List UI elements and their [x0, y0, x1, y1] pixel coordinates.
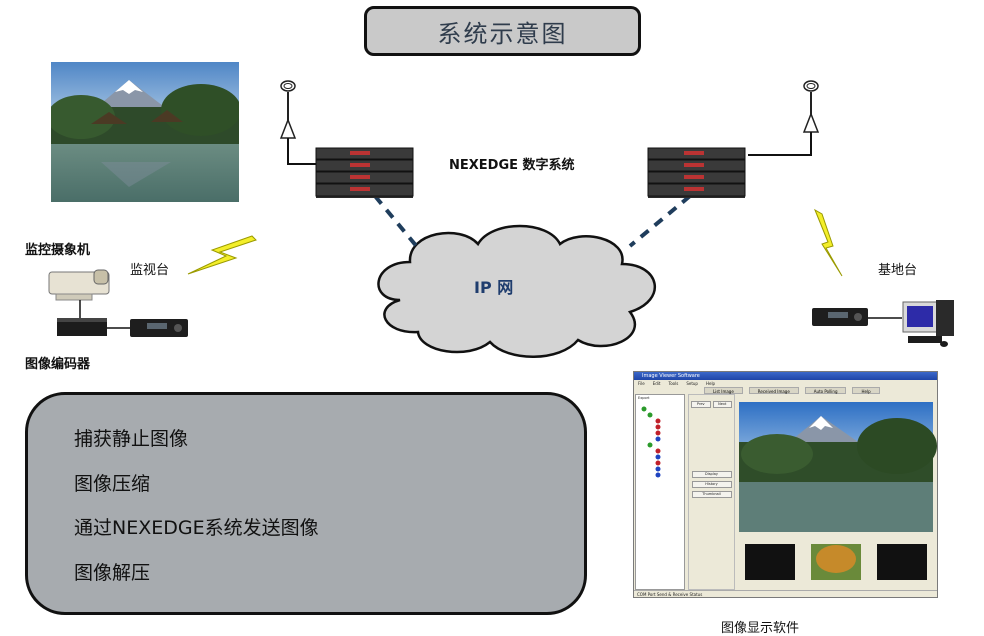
ip-network-label: IP 网 [474, 278, 514, 297]
feature-list-box: 捕获静止图像 图像压缩 通过NEXEDGE系统发送图像 图像解压 [25, 392, 587, 615]
software-menu-item: File [638, 381, 645, 386]
lightning-left-icon [187, 235, 257, 275]
software-screenshot: Image Viewer Software File Edit Tools Se… [633, 371, 938, 598]
image-display-software-label: 图像显示软件 [721, 621, 800, 636]
repeater-rack-right-icon [647, 147, 746, 198]
diagram-title: 系统示意图 [364, 6, 641, 56]
link-left [373, 194, 420, 250]
next-button[interactable]: Next [712, 401, 732, 408]
software-tab: List Image [704, 387, 743, 394]
base-station-label: 基地台 [878, 263, 918, 278]
software-left-tab: Export [638, 396, 650, 400]
surveillance-camera-icon [48, 269, 110, 301]
feature-list: 捕获静止图像 图像压缩 通过NEXEDGE系统发送图像 图像解压 [74, 417, 584, 595]
mobile-radio-right-icon [812, 308, 868, 326]
software-status-bar: COM Port Send & Receive Status [634, 590, 937, 597]
feature-item: 通过NEXEDGE系统发送图像 [74, 517, 319, 539]
software-tab: Help [852, 387, 880, 394]
display-button[interactable]: Display [691, 471, 732, 478]
lightning-right-icon [813, 208, 843, 277]
surveillance-camera-label: 监控摄象机 [25, 243, 91, 258]
software-image-graphic [739, 402, 937, 580]
image-encoder-icon [57, 318, 107, 336]
prev-button[interactable]: Prev [691, 401, 711, 408]
software-menu-item: Tools [668, 381, 679, 386]
software-control-panel: Prev Next Display History Thumbnail [688, 394, 735, 590]
ip-network-cloud [377, 224, 657, 358]
software-tab: Auto Polling [804, 387, 847, 394]
antenna-left-icon [279, 80, 318, 165]
repeater-rack-left-icon [315, 147, 414, 198]
thumbnail-button[interactable]: Thumbnail [691, 491, 732, 498]
feature-item: 图像压缩 [74, 472, 151, 495]
feature-item: 捕获静止图像 [74, 428, 189, 450]
station-tree-graphic [641, 406, 661, 478]
mobile-radio-left-icon [130, 319, 188, 337]
computer-icon [902, 300, 954, 347]
antenna-right-icon [748, 80, 820, 156]
software-station-tree: Export [635, 394, 685, 590]
landscape-photo [51, 62, 239, 202]
software-tab: Received Image [748, 387, 799, 394]
diagram-title-text: 系统示意图 [437, 19, 568, 48]
software-menu-item: Setup [686, 381, 698, 386]
feature-item: 图像解压 [74, 561, 151, 584]
software-menu-bar: File Edit Tools Setup Help [634, 380, 937, 387]
link-right [628, 194, 692, 248]
software-window-title: Image Viewer Software [634, 372, 937, 380]
software-menu-item: Edit [652, 381, 661, 386]
nexedge-system-label: NEXEDGE 数字系统 [449, 158, 575, 173]
monitor-station-label: 监视台 [130, 263, 170, 278]
history-button[interactable]: History [691, 481, 732, 488]
software-menu-item: Help [705, 381, 716, 386]
software-tabs: List Image Received Image Auto Polling H… [634, 387, 937, 394]
software-image-area [737, 394, 937, 590]
image-encoder-label: 图像编码器 [25, 357, 91, 372]
